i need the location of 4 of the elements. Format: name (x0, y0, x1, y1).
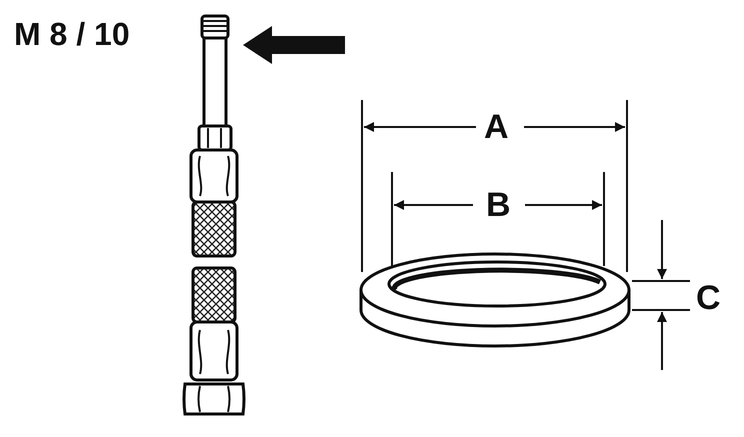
dimension-label: C (696, 281, 721, 315)
thread-size-label: M 8 / 10 (14, 18, 130, 50)
dimension-label: B (486, 188, 511, 222)
dimension-label: A (484, 110, 509, 144)
